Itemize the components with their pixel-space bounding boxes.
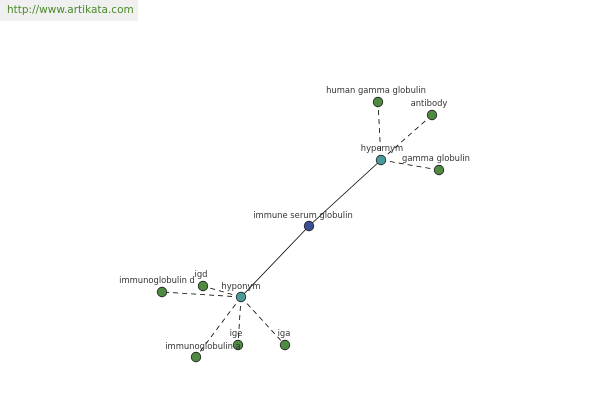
edge-hyponym-immunoglobulin-a — [195, 296, 242, 358]
node-iga[interactable] — [279, 339, 291, 351]
edge-hypernym-human-gamma-globulin — [377, 101, 382, 161]
label-iga[interactable]: iga — [278, 328, 291, 338]
edge-hyponym-immunoglobulin-d — [161, 291, 242, 298]
node-hypernym[interactable] — [375, 154, 387, 166]
site-link[interactable]: http://www.artikata.com — [7, 4, 134, 16]
edge-root-hyponym — [240, 225, 310, 298]
edge-hyponym-igd — [202, 285, 242, 298]
node-ige[interactable] — [232, 339, 244, 351]
edge-root-hypernym — [308, 159, 382, 227]
label-hyponym[interactable]: hyponym — [221, 281, 260, 291]
node-human-gamma-globulin[interactable] — [372, 96, 384, 108]
node-antibody[interactable] — [426, 109, 438, 121]
label-immunoglobulin-d[interactable]: immunoglobulin d — [119, 275, 195, 285]
edge-hyponym-iga — [240, 296, 286, 346]
label-gamma-globulin[interactable]: gamma globulin — [402, 153, 470, 163]
label-root[interactable]: immune serum globulin — [253, 210, 353, 220]
node-hyponym[interactable] — [235, 291, 247, 303]
node-immunoglobulin-d[interactable] — [156, 286, 168, 298]
edge-hypernym-antibody — [380, 114, 433, 161]
url-bar: http://www.artikata.com — [0, 0, 138, 21]
label-human-gamma-globulin[interactable]: human gamma globulin — [326, 85, 426, 95]
label-hypernym[interactable]: hypernym — [361, 143, 403, 153]
edge-hypernym-gamma-globulin — [380, 159, 440, 171]
edge-hyponym-ige — [237, 296, 242, 346]
node-immunoglobulin-a[interactable] — [190, 351, 202, 363]
label-igd[interactable]: igd — [195, 269, 208, 279]
label-antibody[interactable]: antibody — [411, 98, 448, 108]
node-igd[interactable] — [197, 280, 209, 292]
label-immunoglobulin-a[interactable]: immunoglobulin a — [165, 341, 241, 351]
label-ige[interactable]: ige — [230, 328, 243, 338]
node-root[interactable] — [303, 220, 315, 232]
node-gamma-globulin[interactable] — [433, 164, 445, 176]
